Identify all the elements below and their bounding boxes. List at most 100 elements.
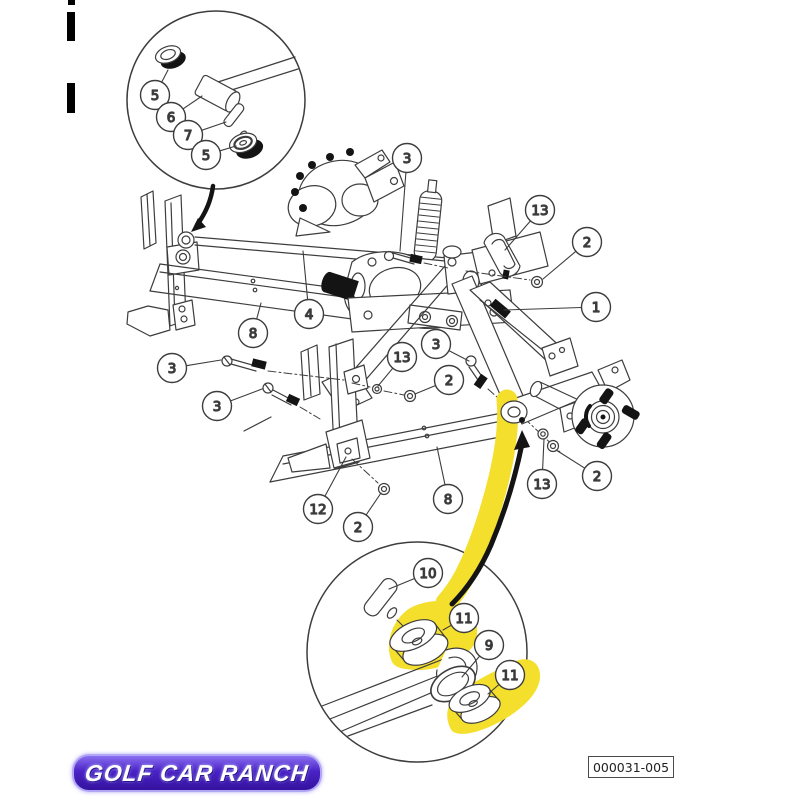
- callout-leader: [324, 456, 347, 497]
- bolt: [221, 355, 345, 381]
- arm-bolt: [489, 298, 511, 319]
- callout-balloon: [302, 493, 334, 525]
- callout-balloon: [156, 352, 188, 384]
- wheel-hub-assembly: [509, 337, 640, 450]
- callout-balloon: [420, 328, 452, 360]
- callout-13: 13: [504, 194, 556, 251]
- callout-2: 2: [542, 226, 603, 280]
- callout-leader: [448, 350, 470, 362]
- leaf-spring-line: [341, 685, 448, 732]
- callout-number: 12: [309, 502, 326, 518]
- callout-12: 12: [302, 456, 347, 525]
- callout-leader: [399, 171, 407, 252]
- callout-number: 3: [432, 337, 441, 353]
- callout-balloon: [201, 390, 233, 422]
- upper-bracket-strap: [471, 197, 549, 285]
- callout-10: 10: [388, 557, 444, 590]
- fasteners: [221, 250, 561, 496]
- wheel-studs: [575, 388, 640, 450]
- callout-balloon: [524, 194, 556, 226]
- callout-balloon: [473, 629, 505, 661]
- callout-balloon: [342, 511, 374, 543]
- callout-13: 13: [377, 341, 418, 387]
- callout-balloon: [526, 468, 558, 500]
- callout-balloon: [172, 119, 204, 151]
- callout-leader: [436, 446, 446, 486]
- callout-balloon: [139, 79, 171, 111]
- callout-leader: [414, 384, 437, 395]
- detail-circle-bushing-kit: [126, 10, 306, 232]
- callout-balloon: [190, 139, 222, 171]
- callout-3: 3: [420, 328, 470, 362]
- axle-stub: [321, 271, 359, 302]
- callout-leader: [542, 250, 577, 280]
- square-washer: [336, 437, 361, 464]
- callout-2: 2: [555, 449, 613, 492]
- callout-leader: [256, 302, 262, 320]
- callout-number: 8: [249, 326, 258, 342]
- hex-nut: [351, 382, 405, 396]
- callout-number: 13: [533, 477, 550, 493]
- rod-line: [221, 68, 299, 94]
- hex-nut: [351, 458, 391, 496]
- callout-number: 2: [354, 520, 363, 536]
- callout-2: 2: [342, 492, 382, 543]
- sleeve-part: [194, 74, 241, 113]
- callout-3: 3: [201, 388, 263, 422]
- callout-balloon: [494, 659, 526, 691]
- callout-leader: [388, 577, 416, 590]
- callout-3: 3: [391, 142, 423, 252]
- callout-balloon: [237, 317, 269, 349]
- spring-eye: [177, 231, 195, 249]
- bolt: [243, 382, 321, 432]
- motor-bolts: [291, 148, 354, 212]
- callout-5: 5: [139, 69, 171, 111]
- detail-pointer-arrow: [191, 183, 216, 232]
- front-hanger-bracket: [126, 190, 200, 337]
- callout-number: 5: [151, 88, 160, 104]
- callout-number: 9: [485, 638, 494, 654]
- callout-7: 7: [172, 119, 227, 151]
- callout-number: 3: [168, 361, 177, 377]
- bushing-lower: [448, 683, 501, 724]
- callout-leader: [442, 624, 452, 631]
- callout-balloon: [448, 602, 480, 634]
- bolt: [465, 355, 507, 406]
- rear-frame-tower: [269, 338, 513, 483]
- leaf-spring-line: [347, 704, 433, 737]
- callout-number: 10: [419, 566, 436, 582]
- callout-leader: [377, 367, 394, 387]
- callout-leader: [230, 388, 263, 402]
- callout-leader: [219, 145, 237, 152]
- callout-4: 4: [293, 250, 325, 330]
- callout-leader: [365, 492, 382, 516]
- callout-number: 2: [583, 235, 592, 251]
- callout-leader: [487, 683, 500, 695]
- callout-leader: [302, 250, 309, 301]
- leaf-spring-line: [329, 670, 451, 720]
- callout-number: 8: [444, 492, 453, 508]
- hex-nut: [403, 389, 417, 403]
- callout-leader: [503, 306, 583, 311]
- bushing-upper: [389, 619, 449, 666]
- callout-number: 6: [167, 110, 176, 126]
- leaf-spring-line: [321, 654, 455, 707]
- callout-balloon: [386, 341, 418, 373]
- callout-8: 8: [432, 446, 464, 515]
- callout-5: 5: [190, 139, 237, 171]
- callout-number: 11: [501, 668, 518, 684]
- callout-balloon: [580, 291, 612, 323]
- callout-leader: [182, 95, 203, 110]
- callout-leader: [161, 69, 169, 83]
- callout-leader: [542, 438, 545, 471]
- callout-balloon: [432, 483, 464, 515]
- golf-car-ranch-logo: GOLF CAR RANCH: [72, 754, 322, 792]
- drawing-number-box: 000031-005: [588, 756, 674, 778]
- callout-9: 9: [461, 629, 505, 678]
- callout-number: 13: [531, 203, 548, 219]
- callout-8: 8: [237, 302, 269, 349]
- callout-leader: [185, 359, 222, 367]
